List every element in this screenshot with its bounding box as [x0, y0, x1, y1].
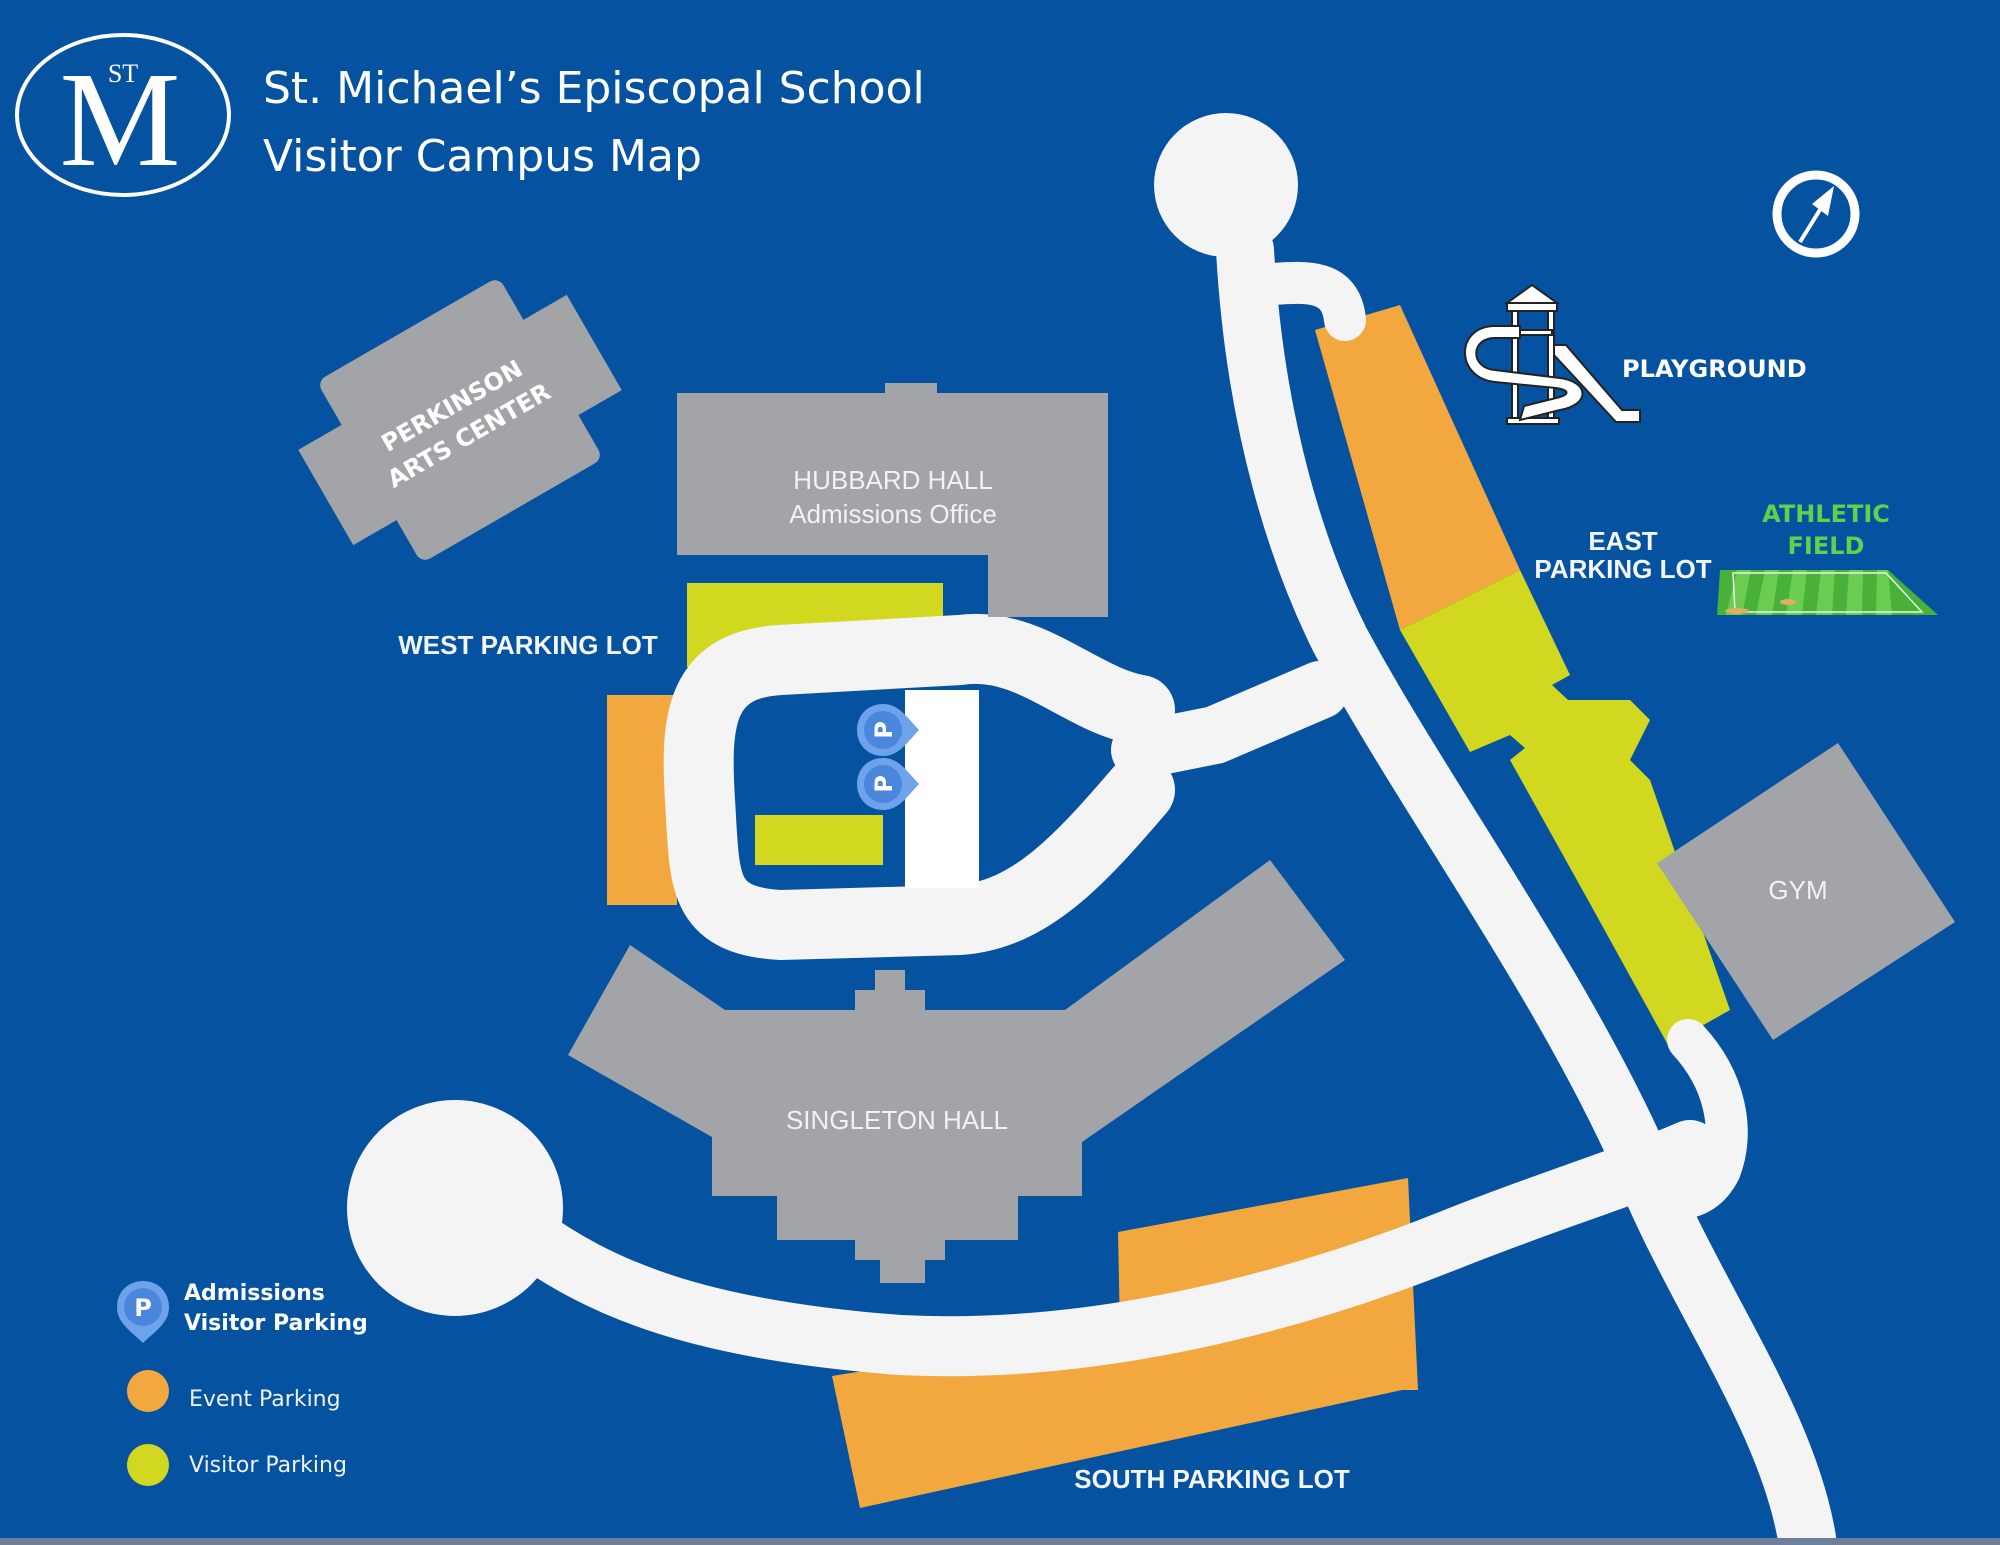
legend-item-admissions-parking: P [117, 1281, 169, 1343]
compass-north-arrow-icon [1772, 170, 1860, 258]
east-lot-spur-top[interactable] [1229, 261, 1366, 341]
legend-visitor-parking-dot [127, 1444, 169, 1486]
compass-arrow-head [1812, 186, 1834, 216]
legend-visitor-parking-label: Visitor Parking [189, 1453, 347, 1478]
legend-event-parking-dot [127, 1370, 169, 1412]
east-event-parking[interactable] [1315, 305, 1520, 630]
hubbard-hall-label: HUBBARD HALL [793, 465, 992, 495]
singleton-hall[interactable] [568, 860, 1345, 1283]
playground-tube-slide [1464, 325, 1584, 422]
logo-ring [15, 33, 231, 197]
pin-inner-circle [864, 765, 902, 803]
road-network [490, 221, 1837, 1545]
athletic-field-label-line2: FIELD [1788, 532, 1865, 560]
gym-label: GYM [1768, 875, 1827, 905]
east-lot-spur-bottom[interactable] [1619, 1019, 1748, 1220]
field-base-marker [1780, 599, 1796, 605]
field-home-marker [1725, 608, 1749, 614]
legend-admissions-line1: Admissions [184, 1281, 325, 1306]
west-loop-road[interactable] [663, 613, 1175, 960]
page-title-line2: Visitor Campus Map [263, 131, 702, 182]
logo-letter: M [60, 45, 181, 195]
athletic-field-icon[interactable] [1717, 570, 1938, 615]
west-visitor-parking-inner[interactable] [755, 815, 883, 865]
pin-inner-circle [124, 1288, 162, 1326]
pin-inner-circle [864, 711, 902, 749]
admissions-parking-pin-1[interactable]: P [857, 704, 919, 756]
field-boundary-lines [1732, 572, 1924, 613]
perkinson-arts-center[interactable]: PERKINSON ARTS CENTER [273, 252, 646, 589]
legend-event-parking-label: Event Parking [189, 1387, 341, 1412]
south-road[interactable] [490, 1120, 1720, 1377]
east-parking-lot-label-line1: EAST [1588, 526, 1657, 556]
admissions-office-label: Admissions Office [789, 499, 997, 529]
pin-letter: P [870, 775, 898, 793]
singleton-hall-label: SINGLETON HALL [786, 1105, 1008, 1135]
legend-admissions-line2: Visitor Parking [184, 1311, 368, 1336]
west-parking-lot-label: WEST PARKING LOT [398, 630, 658, 660]
page-title-line1: St. Michael’s Episcopal School [263, 63, 925, 114]
pin-letter: P [134, 1294, 152, 1322]
logo-superscript: ST [108, 59, 138, 88]
playground-floor [1506, 417, 1560, 425]
playground-battlement [1506, 302, 1558, 312]
east-visitor-parking[interactable] [1400, 570, 1730, 1045]
hubbard-hall[interactable] [677, 383, 1108, 617]
playground-label: PLAYGROUND [1622, 355, 1807, 383]
loop-connector-road[interactable] [1111, 661, 1349, 779]
gym[interactable] [1657, 743, 1955, 1040]
school-logo: M ST [15, 33, 231, 197]
main-road[interactable] [1216, 221, 1837, 1545]
north-cul-de-sac[interactable] [1154, 113, 1298, 257]
playground-icon[interactable] [1464, 283, 1641, 425]
map-legend: P Admissions Visitor Parking Event Parki… [117, 1281, 368, 1486]
admissions-parking-pin-2[interactable]: P [857, 758, 919, 810]
athletic-field-label-line1: ATHLETIC [1762, 500, 1890, 528]
admissions-drop-off-area[interactable] [905, 690, 979, 888]
east-parking-lot-label-line2: PARKING LOT [1534, 554, 1711, 584]
pin-letter: P [870, 721, 898, 739]
south-parking-lot-label: SOUTH PARKING LOT [1074, 1464, 1350, 1494]
perkinson-main [320, 280, 600, 560]
southwest-cul-de-sac[interactable] [347, 1100, 563, 1316]
playground-straight-slide [1553, 344, 1641, 423]
compass-ring [1772, 170, 1860, 258]
bottom-edge-strip [0, 1538, 2000, 1545]
